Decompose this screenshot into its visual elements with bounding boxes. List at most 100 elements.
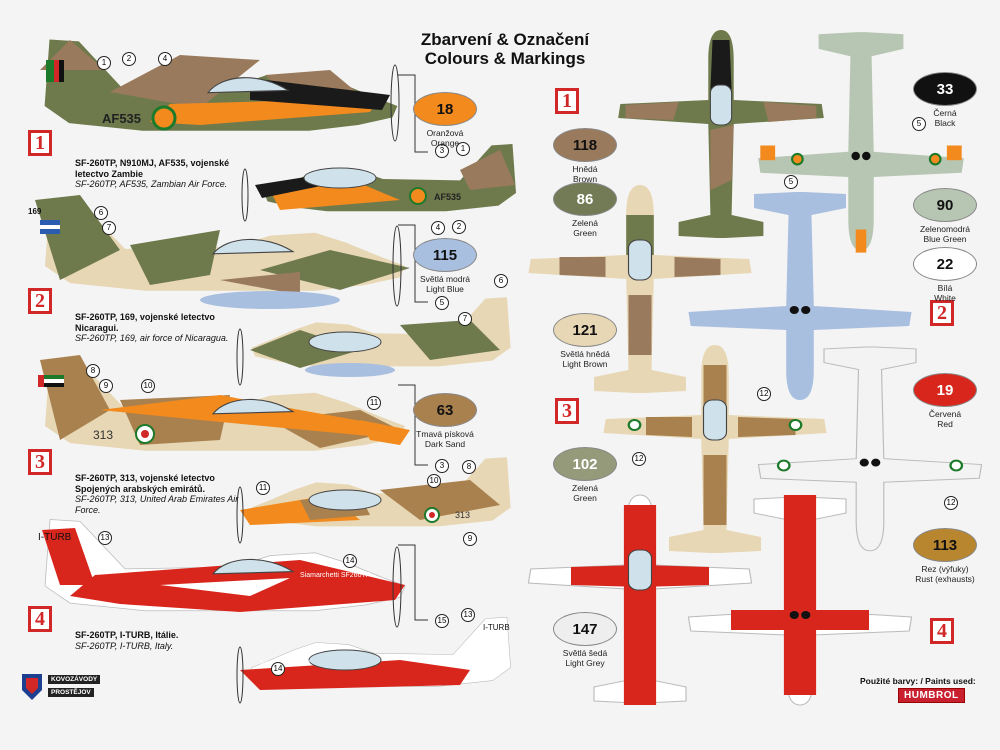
swatch-label-cz: Červená: [928, 409, 962, 419]
caption-en: SF-260TP, 313, United Arab Emirates Air …: [75, 494, 239, 515]
swatch-color-chip: 18: [413, 92, 477, 126]
callout-marker: 11: [256, 481, 270, 495]
swatch-label-cz: Černá: [933, 108, 957, 118]
callout-marker: 4: [158, 52, 172, 66]
swatch-color-chip: 33: [913, 72, 977, 106]
callout-marker: 8: [462, 460, 476, 474]
scheme-1-side-large: [40, 39, 400, 142]
swatch-color-chip: 121: [553, 313, 617, 347]
page-title: Zbarvení & Označení Colours & Markings: [380, 30, 630, 68]
swatch-label-en: Orange: [430, 138, 460, 148]
humbrol-brand: HUMBROL: [898, 688, 965, 703]
top-view-3-lower: [757, 346, 983, 552]
logo-emblem: [22, 674, 42, 700]
callout-marker: 2: [122, 52, 136, 66]
scheme-number-3-left: 3: [28, 449, 52, 475]
swatch-label-en: Black: [934, 118, 956, 128]
caption-cz-1: SF-260TP, 169, vojenské letectvo: [75, 312, 215, 322]
top-view-3-upper: [603, 345, 827, 553]
scheme-1-side-small: [241, 144, 516, 222]
swatch-label-cz: Zelenomodrá: [919, 224, 971, 234]
caption-en: SF-260TP, I-TURB, Italy.: [75, 640, 174, 651]
scheme-number-2-left: 2: [28, 288, 52, 314]
swatch-color-chip: 147: [553, 612, 617, 646]
top-view-1-lower: [758, 32, 964, 253]
scheme-3-side-large: [38, 355, 410, 451]
caption-cz-2: Spojených arabských emirátů.: [75, 483, 206, 494]
swatch-label-cz: Oranžová: [426, 128, 464, 138]
swatch-label-en: Brown: [572, 174, 598, 184]
callout-marker: 11: [367, 396, 381, 410]
scheme-2-caption: SF-260TP, 169, vojenské letectvo Nicarag…: [75, 312, 255, 344]
caption-cz-2: Nicaragui.: [75, 322, 119, 333]
callout-marker: 5: [912, 117, 926, 131]
swatch-label-cz: Bílá: [937, 283, 953, 293]
callout-marker: 1: [456, 142, 470, 156]
scheme-3-side-small: [236, 457, 511, 544]
swatch-label-en: White: [934, 293, 956, 303]
callout-marker: 6: [94, 206, 108, 220]
scheme-2-side-small: [236, 297, 511, 386]
scheme-4-code-fin: I-TURB: [38, 532, 72, 543]
swatch-label-en: Red: [937, 419, 953, 429]
scheme-2-side-large: [35, 195, 410, 309]
swatch-label-en: Dark Sand: [424, 439, 466, 449]
scheme-number-1-left: 1: [28, 130, 52, 156]
callout-marker: 12: [632, 452, 646, 466]
swatch-label-en: Rust (exhausts): [915, 574, 975, 584]
callout-marker: 2: [452, 220, 466, 234]
swatch-label-en: Light Grey: [565, 658, 605, 668]
callout-marker: 4: [431, 221, 445, 235]
scheme-1-caption: SF-260TP, N910MJ, AF535, vojenské letect…: [75, 158, 285, 190]
scheme-number-4-left: 4: [28, 606, 52, 632]
callout-marker: 1: [97, 56, 111, 70]
callout-marker: 13: [98, 531, 112, 545]
scheme-3-code-small: 313: [455, 510, 470, 520]
callout-marker: 5: [435, 296, 449, 310]
swatch-label-cz: Zelená: [572, 483, 598, 493]
swatch-color-chip: 115: [413, 238, 477, 272]
swatch-color-chip: 113: [913, 528, 977, 562]
callout-marker: 14: [271, 662, 285, 676]
callout-marker: 10: [427, 474, 441, 488]
logo-text-2: PROSTĚJOV: [48, 688, 94, 697]
swatch-label-cz: Rez (výfuky): [921, 564, 969, 574]
swatch-color-chip: 86: [553, 182, 617, 216]
sponsor-decal-large: Siamarchetti SF260TP: [300, 572, 371, 579]
top-view-4-lower: [687, 495, 913, 706]
swatch-color-chip: 22: [913, 247, 977, 281]
swatch-label-cz: Tmavá písková: [416, 429, 474, 439]
top-view-2-upper: [528, 185, 752, 393]
swatch-label-cz: Světlá modrá: [419, 274, 471, 284]
scheme-4-side-small: [236, 616, 511, 704]
scheme-number-1-right: 1: [555, 88, 579, 114]
scheme-number-2-right: 2: [930, 300, 954, 326]
swatch-label-cz: Zelená: [572, 218, 598, 228]
caption-en: SF-260TP, AF535, Zambian Air Force.: [75, 179, 228, 189]
scheme-4-side-large: [42, 519, 406, 628]
callout-marker: 12: [757, 387, 771, 401]
callout-marker: 3: [435, 459, 449, 473]
swatch-color-chip: 102: [553, 447, 617, 481]
swatch-label-en: Green: [573, 228, 597, 238]
callout-marker: 9: [463, 532, 477, 546]
logo-text-1: KOVOZÁVODY: [48, 675, 101, 684]
swatch-label-cz: Světlá šedá: [562, 648, 608, 658]
scheme-3-caption: SF-260TP, 313, vojenské letectvo Spojený…: [75, 473, 250, 515]
scheme-4-code-small: I-TURB: [483, 623, 510, 632]
scheme-3-code-large: 313: [93, 428, 113, 442]
scheme-number-4-right: 4: [930, 618, 954, 644]
callout-marker: 13: [461, 608, 475, 622]
top-view-4-upper: [527, 494, 753, 705]
top-view-2-lower: [688, 192, 912, 400]
